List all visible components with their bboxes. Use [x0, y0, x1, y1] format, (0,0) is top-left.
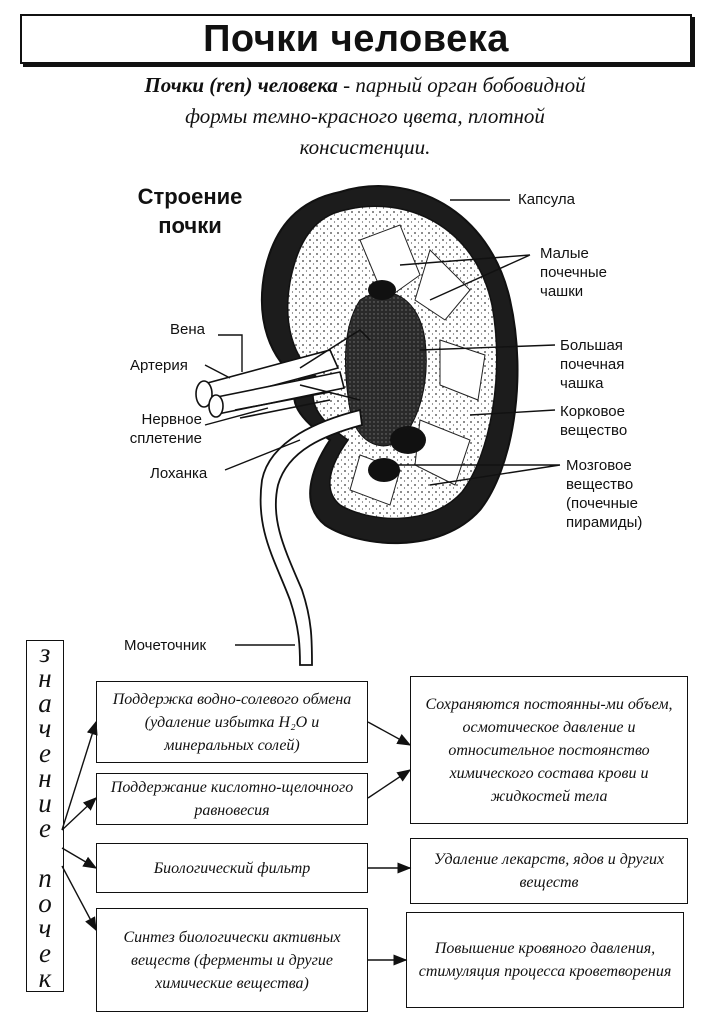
flow-arrows: [0, 0, 724, 1024]
